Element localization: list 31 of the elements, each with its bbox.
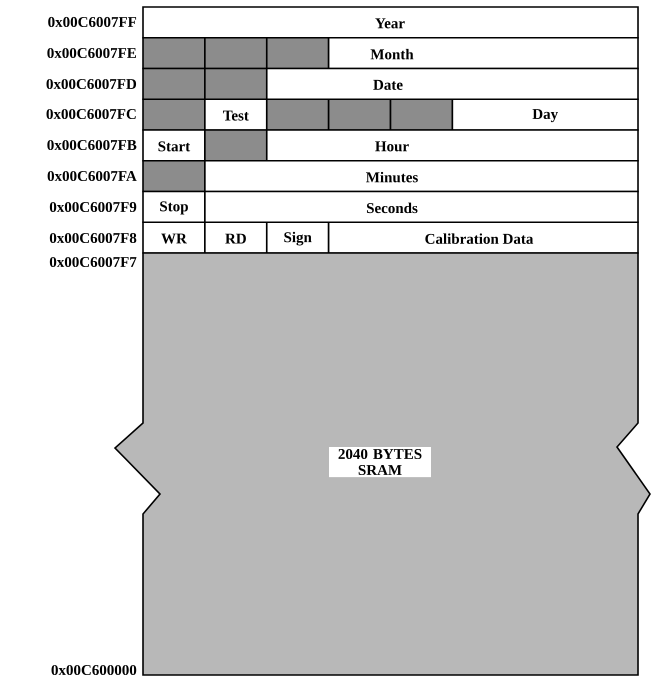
address-label: 0x00C6007FD (46, 78, 136, 90)
address-label: 0x00C6007FF (48, 16, 136, 28)
shaded-cell (142, 68, 206, 100)
register-field: Start (142, 129, 206, 162)
register-field: WR (142, 221, 206, 254)
shaded-cell (266, 36, 330, 70)
address-label: 0x00C6007FE (47, 48, 136, 58)
address-label: 0x00C6007FC (46, 108, 136, 120)
address-label: 0x00C6007FB (47, 140, 136, 150)
address-label: 0x00C6007F9 (50, 202, 136, 212)
register-field: Date (266, 68, 639, 100)
shaded-cell (142, 36, 206, 70)
register-field: RD (204, 221, 268, 254)
register-field: Sign (266, 221, 330, 254)
shaded-cell (328, 98, 392, 131)
register-field: Hour (266, 129, 639, 162)
shaded-cell (204, 36, 268, 70)
shaded-cell (142, 160, 206, 192)
shaded-cell (266, 98, 330, 131)
address-label: 0x00C6007F8 (50, 232, 136, 244)
register-field: Test (204, 98, 268, 131)
register-field: Minutes (204, 160, 639, 192)
address-label: 0x00C6007FA (48, 170, 137, 182)
shaded-cell (142, 98, 206, 131)
shaded-cell (204, 129, 268, 162)
register-field: Month (328, 36, 639, 70)
shaded-cell (390, 98, 454, 131)
register-field: Year (142, 6, 639, 39)
register-field: Stop (142, 190, 206, 224)
register-field: Day (452, 98, 639, 131)
shaded-cell (204, 68, 268, 100)
